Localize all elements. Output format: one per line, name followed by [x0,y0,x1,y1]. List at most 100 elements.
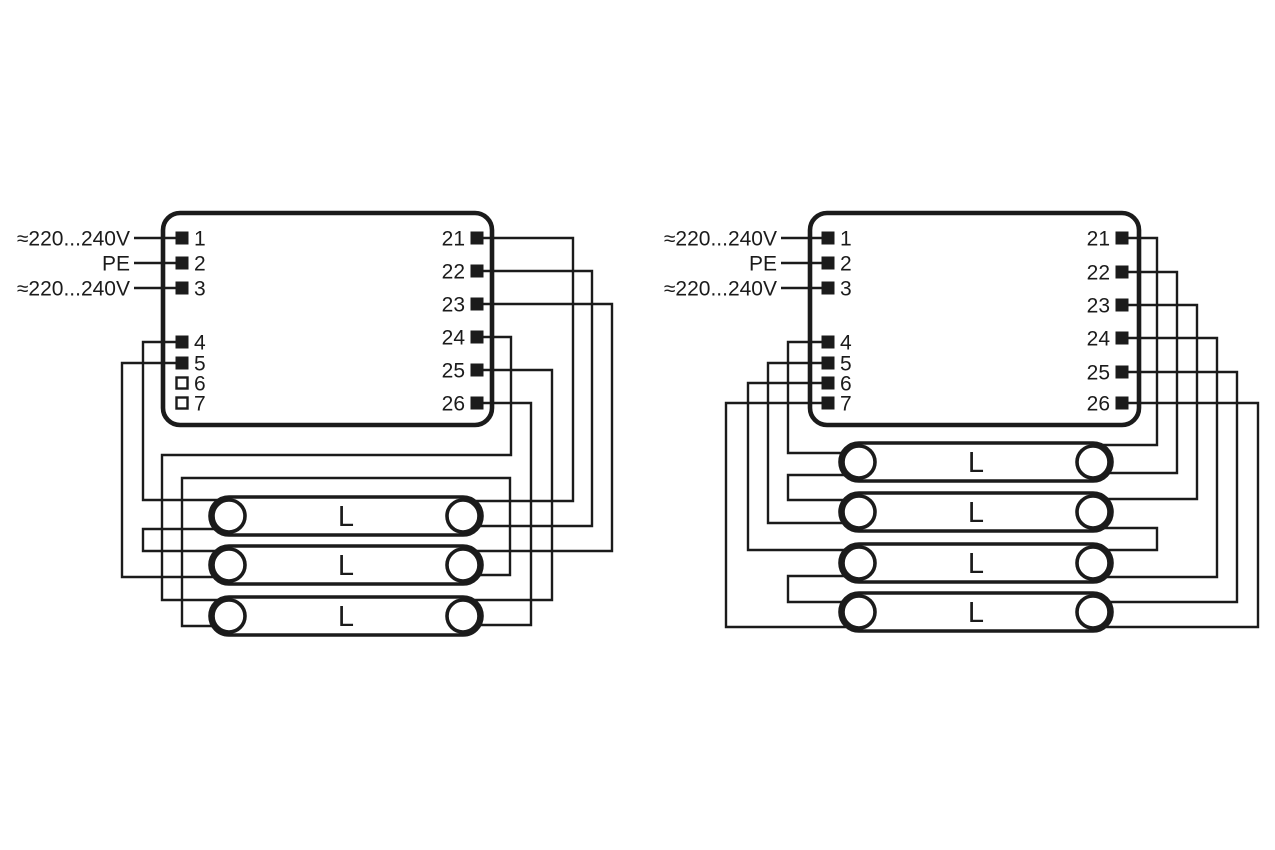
terminal-label-3: 3 [194,278,206,301]
mains-input-label: ≈220...240V [17,228,130,251]
wire-t22-to-lamp1-right-bottom [474,269,594,528]
terminal-square-4 [175,335,189,349]
wire-t5-to-lamp2-left-bottom [766,361,849,525]
terminal-square-5 [175,356,189,370]
wire-t6-to-lamp3-left-top [746,381,847,552]
mains-input-label: ≈220...240V [664,228,777,251]
terminal-square-7 [175,396,189,410]
lamp-right-cap-circle [1075,545,1111,581]
wire-t24-to-lamp3-right-bottom [1099,336,1219,579]
terminal-square-2 [175,256,189,270]
terminal-square-3 [175,281,189,295]
lamp-tube [208,544,484,586]
lamp-tube [838,491,1114,533]
terminal-square-25 [1115,365,1129,379]
wire-t7-to-lamp4-left-bottom [724,401,851,629]
terminal-square-3 [821,281,835,295]
lamp-right-cap-circle [1075,494,1111,530]
terminal-label-25: 25 [442,360,465,383]
ballast-box [807,210,1142,428]
terminal-square-24 [470,330,484,344]
terminal-label-7: 7 [194,393,206,416]
lamp-tube [838,591,1114,633]
terminal-square-22 [1115,265,1129,279]
terminal-label-22: 22 [442,261,465,284]
terminal-square-25 [470,363,484,377]
lamp-tube [838,542,1114,584]
lamp-right-cap-circle [1075,594,1111,630]
lamp-label: L [338,550,354,582]
terminal-label-7: 7 [840,393,852,416]
terminal-label-26: 26 [442,393,465,416]
lamp-left-cap-circle [841,494,877,530]
lamp-label: L [968,497,984,529]
terminal-square-7 [821,396,835,410]
terminal-square-23 [470,297,484,311]
ballast-wiring-3-lamp: LLL1234567212223242526≈220...240VPE≈220.… [17,210,614,637]
lamp-tube [208,595,484,637]
lamp-right-cap-circle [445,547,481,583]
terminal-label-3: 3 [840,278,852,301]
lamp-label: L [968,548,984,580]
lamp-left-cap-circle [841,594,877,630]
terminal-label-22: 22 [1087,262,1110,285]
terminal-label-6: 6 [194,373,206,396]
mains-input-label: ≈220...240V [664,278,777,301]
lamp-right-cap-circle [445,498,481,534]
lamp-label: L [968,597,984,629]
terminal-label-25: 25 [1087,362,1110,385]
wire-lamp3-lamp4-left-link [786,574,849,604]
lamp-tube [838,441,1114,483]
wire-t24-wrap-to-lamp3-left-top [160,335,513,602]
terminal-label-4: 4 [840,332,852,355]
terminal-square-1 [175,231,189,245]
terminal-label-4: 4 [194,332,206,355]
lamp-label: L [968,447,984,479]
lamp-left-cap-circle [211,498,247,534]
wire-t4-to-lamp1-left-top [786,340,849,455]
ballast-box [160,210,495,428]
terminal-square-22 [470,264,484,278]
terminal-label-23: 23 [1087,295,1110,318]
terminal-label-1: 1 [840,228,852,251]
terminal-label-2: 2 [840,253,852,276]
mains-input-label: ≈220...240V [17,278,130,301]
terminal-square-26 [1115,396,1129,410]
terminal-square-5 [821,356,835,370]
lamp-right-cap-circle [445,598,481,634]
wire-t25-to-lamp3-right-top [472,368,554,602]
lamp-label: L [338,501,354,533]
mains-input-label: PE [102,253,130,276]
terminal-label-21: 21 [442,228,465,251]
wire-t5-to-lamp2-left-bottom [120,361,220,579]
terminal-square-6 [175,376,189,390]
lamp-tube [208,495,484,537]
terminal-square-23 [1115,298,1129,312]
lamp-label: L [338,601,354,633]
terminal-square-2 [821,256,835,270]
terminal-label-24: 24 [442,327,466,350]
lamp-left-cap-circle [211,547,247,583]
mains-input-label: PE [749,253,777,276]
terminal-square-21 [1115,231,1129,245]
lamp-left-cap-circle [841,545,877,581]
terminal-label-1: 1 [194,228,206,251]
wire-t21-to-lamp1-right-top [472,236,575,503]
lamp-right-cap-circle [1075,444,1111,480]
lamp-left-cap-circle [841,444,877,480]
terminal-square-26 [470,396,484,410]
lamp-left-cap-circle [211,598,247,634]
terminal-label-5: 5 [840,353,852,376]
terminal-label-6: 6 [840,373,852,396]
wire-t25-to-lamp4-right-top [1103,370,1239,604]
ballast-wiring-4-lamp: LLLL1234567212223242526≈220...240VPE≈220… [664,210,1260,633]
wire-t26-to-lamp4-right-bottom [1097,401,1260,629]
wire-t23-to-lamp2-right-top [472,302,614,553]
wire-lamp1-lamp2-left-link [786,473,849,502]
wire-lamp2-right-bottom-wrap-to-lamp3-left-bottom [180,476,512,628]
terminal-label-2: 2 [194,253,206,276]
terminal-square-21 [470,231,484,245]
terminal-label-5: 5 [194,353,206,376]
